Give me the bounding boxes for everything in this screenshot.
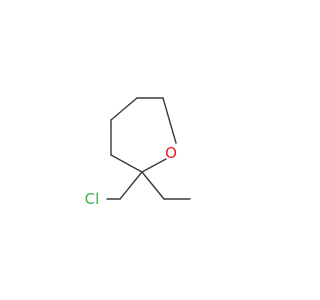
bond-c6-ethyl-c1 (141, 171, 165, 200)
bond-o-c6 (141, 158, 167, 173)
molecule-canvas: O Cl (84, 97, 191, 208)
bond-c3-c2 (110, 97, 138, 121)
bond-c6-ch2 (119, 171, 143, 200)
structure-diagram: O Cl (85, 97, 191, 208)
chlorine-atom-label: Cl (85, 190, 100, 208)
bond-c1-c6 (110, 154, 143, 173)
oxygen-atom-label: O (165, 144, 177, 162)
bond-c4-o (162, 97, 177, 144)
